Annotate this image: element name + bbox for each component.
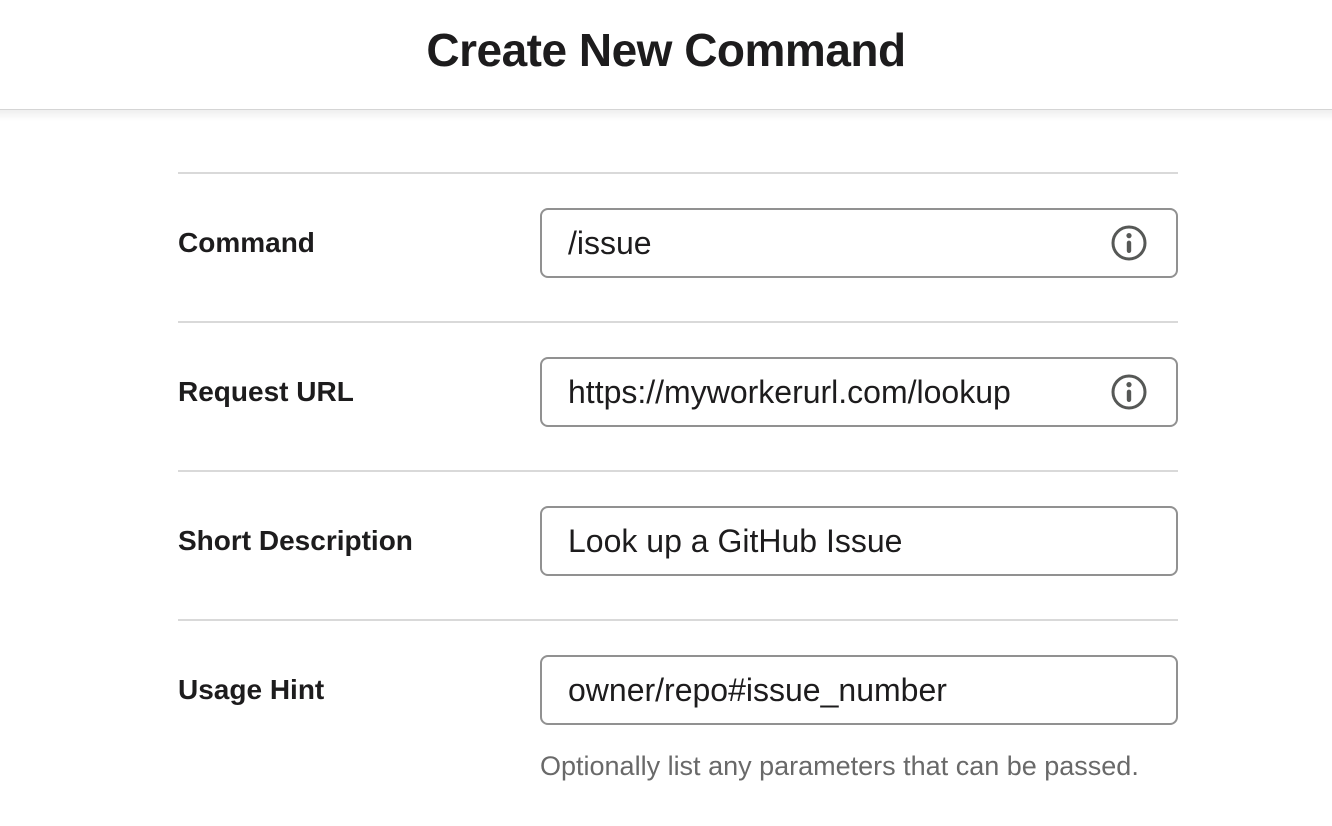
info-icon[interactable]: [1110, 373, 1148, 411]
command-label: Command: [178, 227, 315, 258]
usage-hint-input-wrap: [540, 655, 1178, 725]
command-input[interactable]: [540, 208, 1178, 278]
usage-hint-input[interactable]: [540, 655, 1178, 725]
usage-hint-label: Usage Hint: [178, 674, 325, 705]
form-row: Short Description: [178, 470, 1178, 619]
command-input-wrap: [540, 208, 1178, 278]
header: Create New Command: [0, 0, 1332, 121]
short-description-label: Short Description: [178, 525, 413, 556]
form-row: Request URL: [178, 321, 1178, 470]
usage-hint-helper-text: Optionally list any parameters that can …: [540, 751, 1139, 781]
request-url-input[interactable]: [540, 357, 1178, 427]
info-icon[interactable]: [1110, 224, 1148, 262]
short-description-input[interactable]: [540, 506, 1178, 576]
create-command-form: Command Request URL: [178, 172, 1178, 826]
form-row: Usage Hint Optionally list any parameter…: [178, 619, 1178, 826]
short-description-input-wrap: [540, 506, 1178, 576]
request-url-label: Request URL: [178, 376, 354, 407]
form-row: Command: [178, 172, 1178, 321]
request-url-input-wrap: [540, 357, 1178, 427]
page-title: Create New Command: [426, 23, 906, 76]
